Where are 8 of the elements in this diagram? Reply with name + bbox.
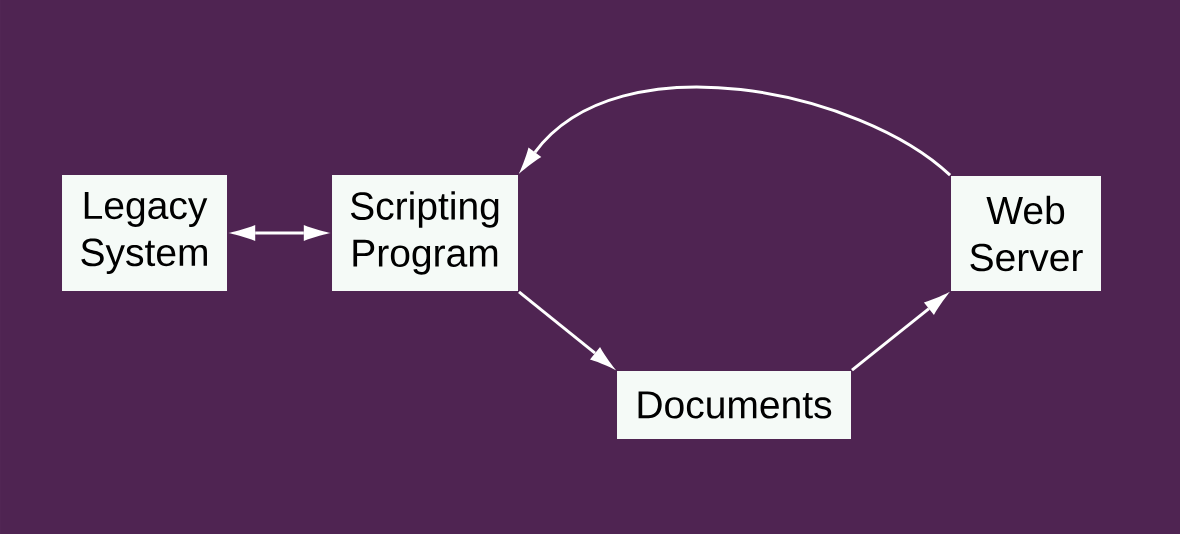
process-box: Web Server [951,176,1101,291]
process-box: Legacy System [62,175,227,291]
arrow [851,291,950,372]
arrow [228,225,331,241]
arrow [518,290,617,371]
process-box: Scripting Program [332,175,518,291]
arrow [518,85,952,177]
process-box: Documents [617,371,851,439]
